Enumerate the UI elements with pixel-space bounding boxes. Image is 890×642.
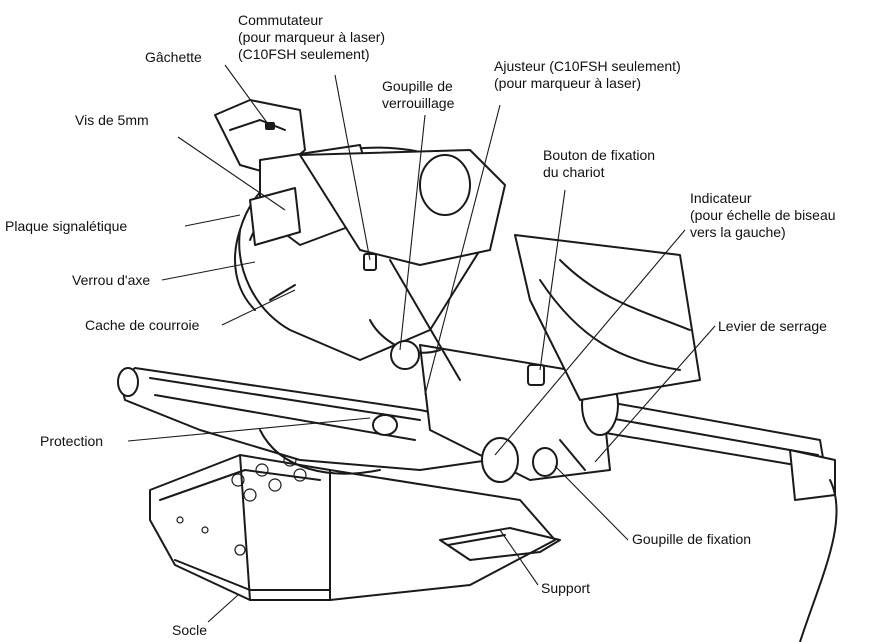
label-levier-serrage: Levier de serrage [718,318,827,334]
label-support: Support [541,580,591,596]
label-commutateur: Commutateur (pour marqueur à laser) (C10… [238,12,386,62]
label-goupille-verrouillage: Goupille de verrouillage [382,78,455,111]
label-protection: Protection [40,433,104,449]
label-verrou-axe: Verrou d'axe [72,272,151,288]
turntable-drawing [117,367,526,475]
support-drawing [439,527,561,561]
leader-lines [127,64,716,623]
label-gachette: Gâchette [145,49,202,65]
label-vis-5mm: Vis de 5mm [75,112,149,128]
dust-bag-drawing [514,234,701,401]
label-cache-courroie: Cache de courroie [85,317,200,333]
label-bouton-fixation: Bouton de fixation du chariot [543,147,656,180]
label-plaque-signaletique: Plaque signalétique [5,218,128,234]
saw-head-drawing [214,99,506,381]
label-socle: Socle [172,622,208,638]
label-ajusteur: Ajusteur (C10FSH seulement) (pour marque… [494,58,681,91]
base-drawing [149,453,556,601]
label-indicateur: Indicateur (pour échelle de biseau vers … [690,190,836,240]
label-goupille-fixation: Goupille de fixation [632,531,752,547]
